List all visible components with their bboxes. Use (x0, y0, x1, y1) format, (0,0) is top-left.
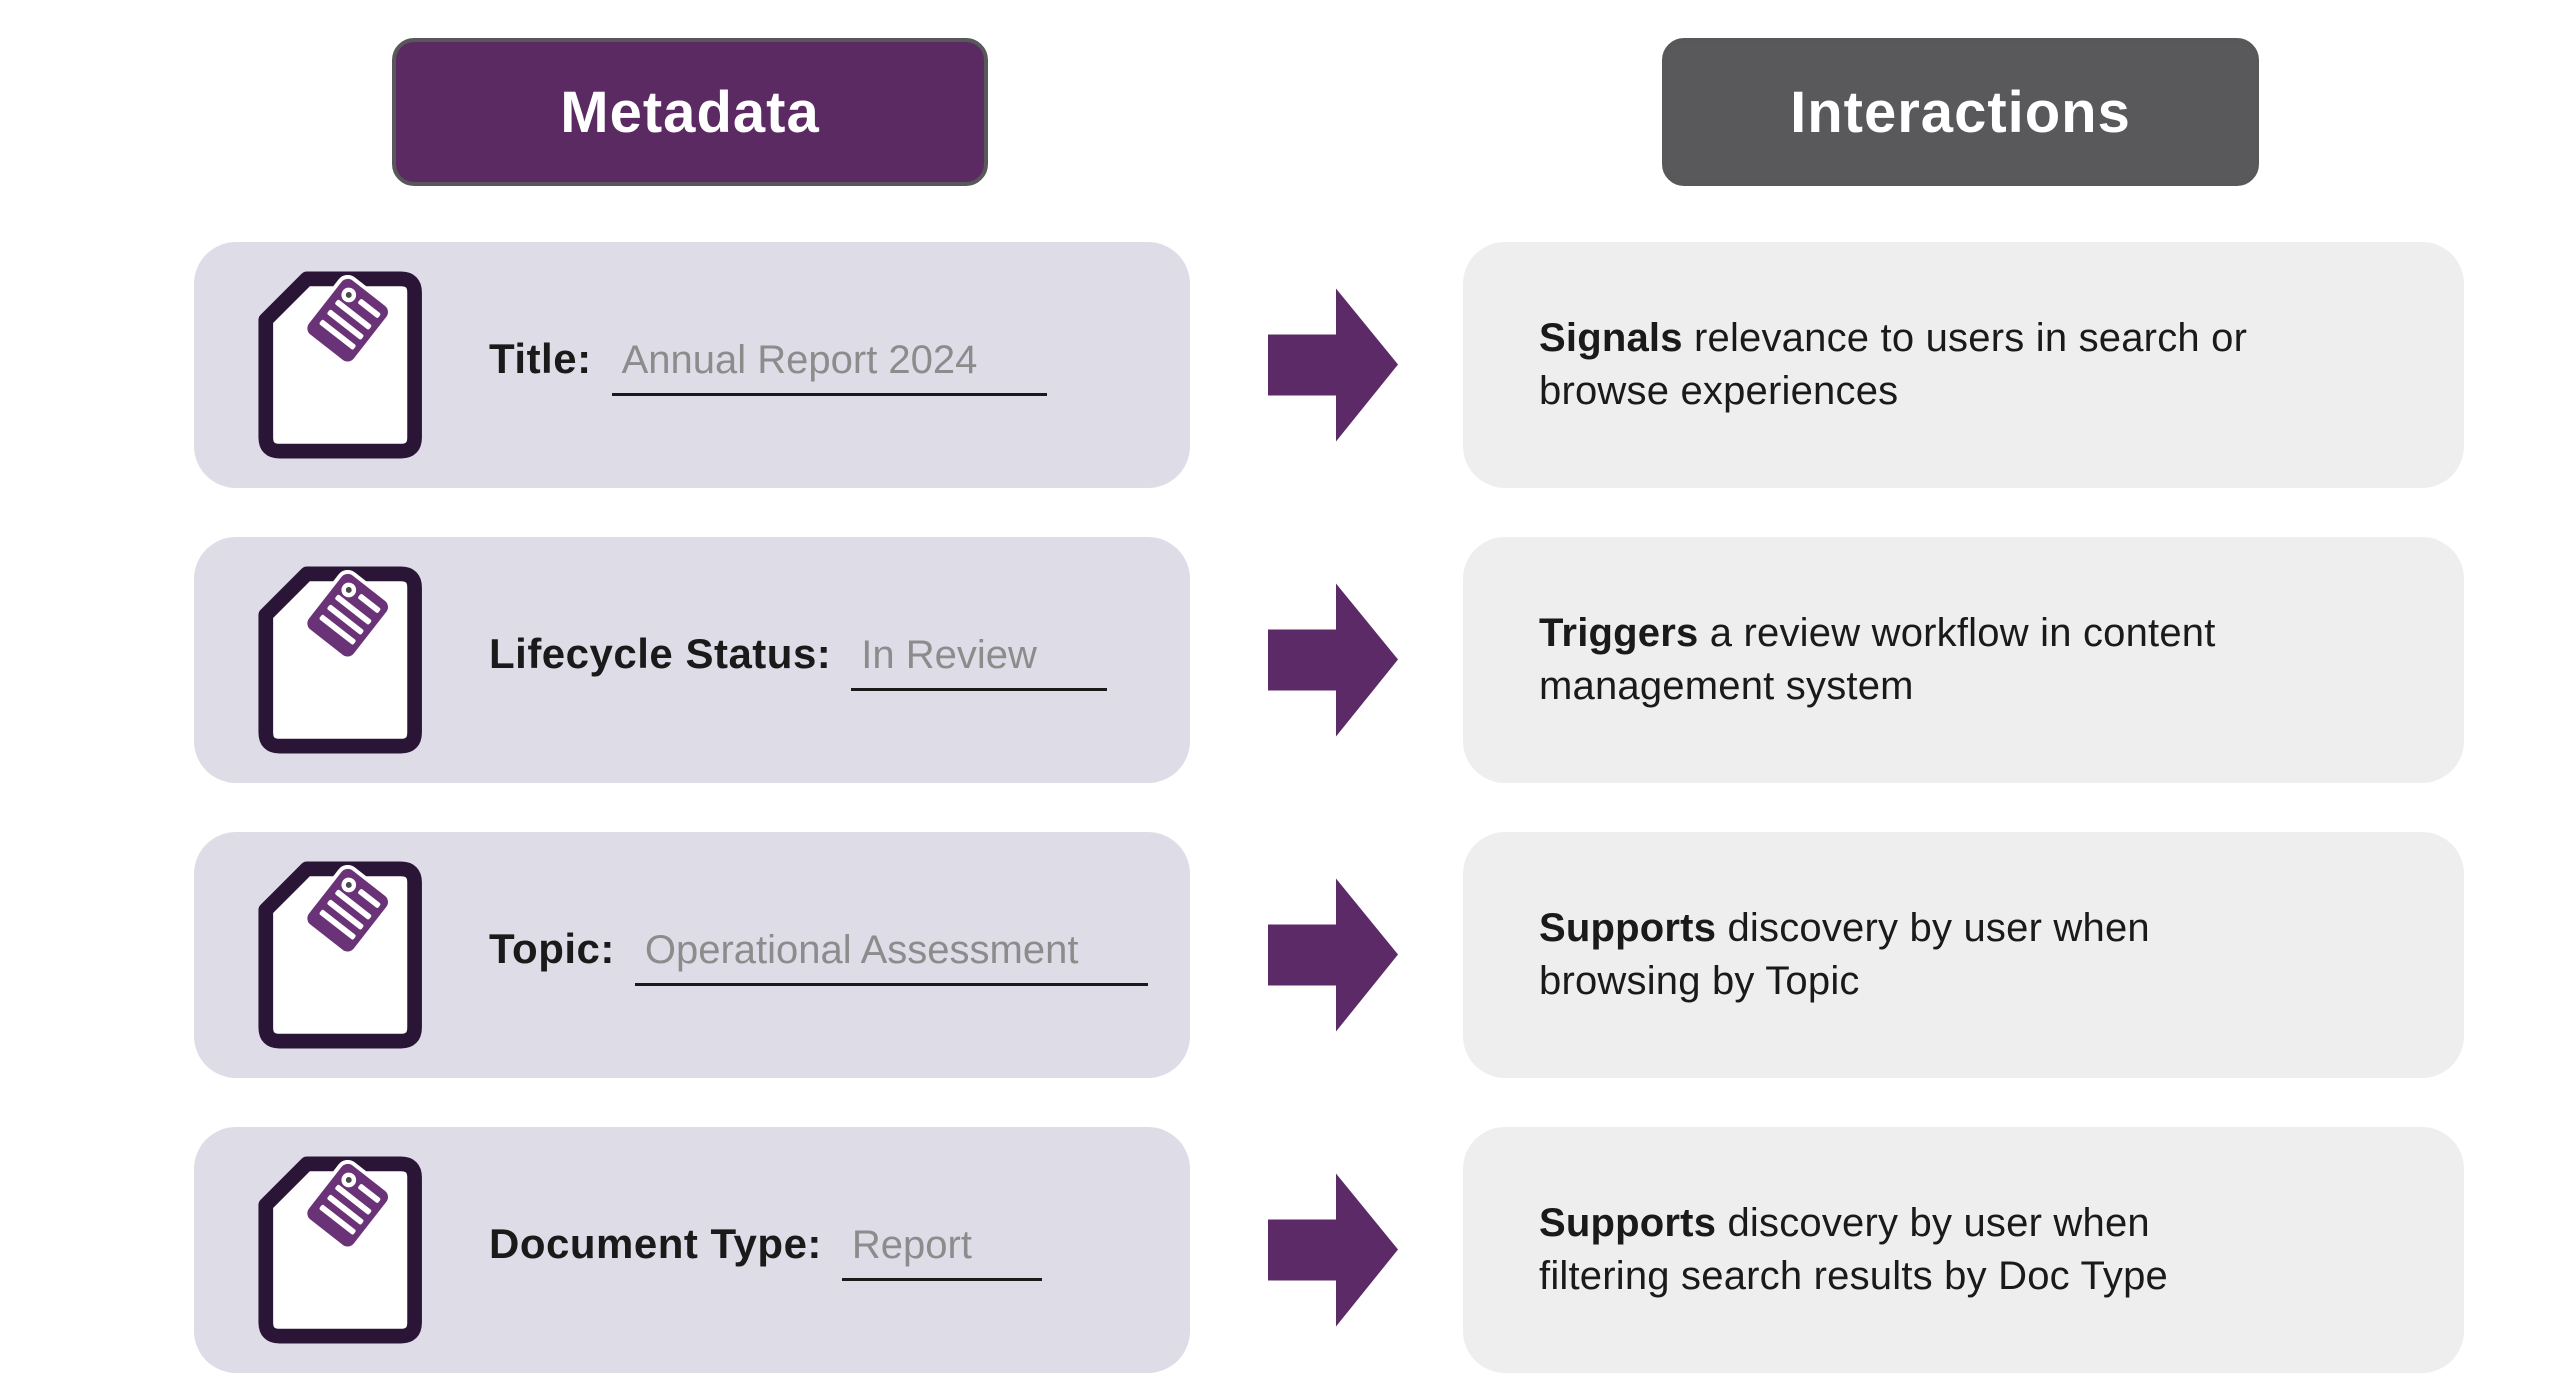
metadata-field: Title: Annual Report 2024 (489, 334, 1048, 396)
interaction-text: Triggers a review workflow in content ma… (1539, 607, 2216, 713)
interaction-keyword: Supports (1539, 906, 1717, 951)
field-value: Report (841, 1223, 1042, 1281)
arrow-right-icon (1268, 288, 1398, 442)
document-tag-icon (258, 271, 422, 459)
interaction-description: discovery by user when browsing by Topic (1539, 906, 2150, 1003)
interaction-text: Supports discovery by user when filterin… (1539, 1197, 2168, 1303)
row-document-type: Document Type: Report Supports discovery… (0, 1127, 2560, 1373)
metadata-card: Topic: Operational Assessment (194, 832, 1190, 1078)
row-lifecycle-status: Lifecycle Status: In Review Triggers a r… (0, 537, 2560, 783)
document-tag-icon (258, 566, 422, 754)
interaction-description: a review workflow in content management … (1539, 611, 2216, 708)
interaction-text: Signals relevance to users in search or … (1539, 312, 2247, 418)
row-topic: Topic: Operational Assessment Supports d… (0, 832, 2560, 1078)
metadata-header-badge: Metadata (392, 38, 988, 186)
interactions-header-label: Interactions (1790, 79, 2131, 145)
document-tag-icon (258, 861, 422, 1049)
interaction-description: relevance to users in search or browse e… (1539, 316, 2248, 413)
row-title: Title: Annual Report 2024 Signals releva… (0, 242, 2560, 488)
interaction-keyword: Signals (1539, 316, 1683, 361)
interaction-card: Supports discovery by user when filterin… (1463, 1127, 2464, 1373)
document-tag-icon (258, 1156, 422, 1344)
arrow-right-icon (1268, 583, 1398, 737)
interaction-card: Triggers a review workflow in content ma… (1463, 537, 2464, 783)
diagram-rows: Title: Annual Report 2024 Signals releva… (0, 242, 2560, 1373)
interaction-card: Signals relevance to users in search or … (1463, 242, 2464, 488)
field-label: Lifecycle Status: (489, 629, 832, 677)
field-label: Topic: (489, 924, 615, 972)
metadata-card: Lifecycle Status: In Review (194, 537, 1190, 783)
interaction-text: Supports discovery by user when browsing… (1539, 902, 2150, 1008)
interactions-header-badge: Interactions (1662, 38, 2259, 186)
field-value: Operational Assessment (634, 928, 1149, 986)
interaction-keyword: Supports (1539, 1201, 1717, 1246)
arrow-right-icon (1268, 1173, 1398, 1327)
metadata-header-label: Metadata (560, 79, 820, 145)
metadata-card: Document Type: Report (194, 1127, 1190, 1373)
metadata-field: Lifecycle Status: In Review (489, 630, 1107, 691)
field-value: Annual Report 2024 (611, 338, 1048, 396)
arrow-right-icon (1268, 878, 1398, 1032)
field-value: In Review (851, 633, 1107, 691)
interaction-description: discovery by user when filtering search … (1539, 1201, 2168, 1298)
metadata-card: Title: Annual Report 2024 (194, 242, 1190, 488)
metadata-field: Topic: Operational Assessment (489, 924, 1149, 986)
interaction-card: Supports discovery by user when browsing… (1463, 832, 2464, 1078)
field-label: Title: (489, 334, 592, 382)
interaction-keyword: Triggers (1539, 611, 1699, 656)
metadata-field: Document Type: Report (489, 1220, 1042, 1281)
field-label: Document Type: (489, 1219, 822, 1267)
